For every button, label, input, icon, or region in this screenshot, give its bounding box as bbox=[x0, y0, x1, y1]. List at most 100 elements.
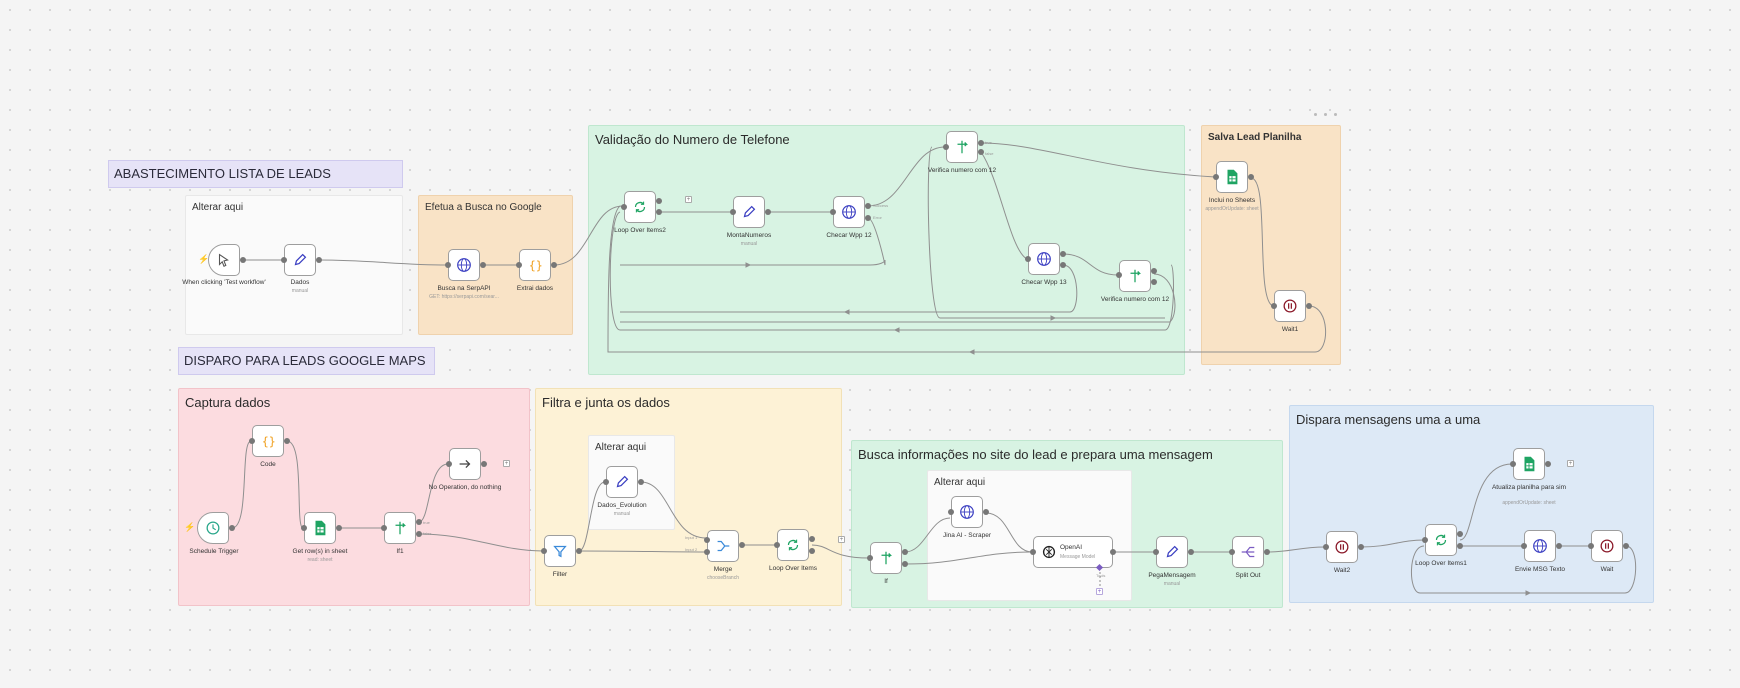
node-manual-trigger[interactable] bbox=[208, 244, 240, 276]
node-input-handle[interactable] bbox=[1588, 543, 1594, 549]
node-output-handle[interactable] bbox=[865, 203, 871, 209]
add-tool-button[interactable]: + bbox=[1096, 588, 1103, 595]
node-input-handle[interactable] bbox=[621, 204, 627, 210]
node-output-handle[interactable] bbox=[809, 536, 815, 542]
node-loop1[interactable] bbox=[1425, 524, 1457, 556]
node-output-handle[interactable] bbox=[1151, 268, 1157, 274]
node-input-handle[interactable] bbox=[1153, 549, 1159, 555]
node-input-handle[interactable] bbox=[281, 257, 287, 263]
node-input-handle[interactable] bbox=[603, 479, 609, 485]
node-input-handle[interactable] bbox=[1323, 544, 1329, 550]
node-input-handle[interactable] bbox=[516, 262, 522, 268]
add-node-button[interactable]: + bbox=[685, 196, 692, 203]
note-captura[interactable]: Captura dados bbox=[178, 388, 530, 606]
add-node-button[interactable]: + bbox=[1567, 460, 1574, 467]
node-input-handle[interactable] bbox=[1271, 303, 1277, 309]
node-envie[interactable] bbox=[1524, 530, 1556, 562]
node-code[interactable]: {} bbox=[252, 425, 284, 457]
node-input-handle[interactable] bbox=[1229, 549, 1235, 555]
node-output-handle[interactable] bbox=[978, 140, 984, 146]
node-output-handle[interactable] bbox=[1151, 279, 1157, 285]
node-output-handle[interactable] bbox=[739, 542, 745, 548]
node-input-handle[interactable] bbox=[774, 542, 780, 548]
node-input-handle[interactable] bbox=[1030, 549, 1036, 555]
node-output-handle[interactable] bbox=[1248, 174, 1254, 180]
node-monta[interactable] bbox=[733, 196, 765, 228]
node-split[interactable] bbox=[1232, 536, 1264, 568]
node-output-handle[interactable] bbox=[1623, 543, 1629, 549]
banner-abastecimento[interactable]: ABASTECIMENTO LISTA DE LEADS bbox=[108, 160, 403, 188]
node-openai[interactable] bbox=[1033, 536, 1113, 568]
node-output-handle[interactable] bbox=[902, 561, 908, 567]
node-wait2[interactable] bbox=[1326, 531, 1358, 563]
node-filter[interactable] bbox=[544, 535, 576, 567]
node-loopitems[interactable] bbox=[777, 529, 809, 561]
node-input-handle[interactable] bbox=[704, 537, 710, 543]
node-output-handle[interactable] bbox=[576, 548, 582, 554]
node-input-handle[interactable] bbox=[1422, 537, 1428, 543]
node-output-handle[interactable] bbox=[1060, 251, 1066, 257]
node-output-handle[interactable] bbox=[416, 519, 422, 525]
add-node-button[interactable]: + bbox=[838, 536, 845, 543]
node-output-handle[interactable] bbox=[765, 209, 771, 215]
node-output-handle[interactable] bbox=[229, 525, 235, 531]
add-node-button[interactable]: + bbox=[503, 460, 510, 467]
node-merge[interactable] bbox=[707, 530, 739, 562]
node-input-handle[interactable] bbox=[541, 548, 547, 554]
node-pega[interactable] bbox=[1156, 536, 1188, 568]
node-output-handle[interactable] bbox=[638, 479, 644, 485]
node-serpapi[interactable] bbox=[448, 249, 480, 281]
node-output-handle[interactable] bbox=[1188, 549, 1194, 555]
note-validacao[interactable]: Validação do Numero de Telefone bbox=[588, 125, 1185, 375]
node-output-handle[interactable] bbox=[1358, 544, 1364, 550]
node-output-handle[interactable] bbox=[1306, 303, 1312, 309]
node-inclui[interactable] bbox=[1216, 161, 1248, 193]
note-alterar-bot[interactable]: Alterar aqui bbox=[927, 470, 1132, 601]
node-loop2[interactable] bbox=[624, 191, 656, 223]
node-output-handle[interactable] bbox=[809, 548, 815, 554]
node-output-handle[interactable] bbox=[1264, 549, 1270, 555]
node-input-handle[interactable] bbox=[1510, 461, 1516, 467]
node-output-handle[interactable] bbox=[1457, 543, 1463, 549]
node-output-handle[interactable] bbox=[1545, 461, 1551, 467]
node-output-handle[interactable] bbox=[551, 262, 557, 268]
node-dados[interactable] bbox=[284, 244, 316, 276]
node-output-handle[interactable] bbox=[865, 215, 871, 221]
node-dados-evo[interactable] bbox=[606, 466, 638, 498]
node-output-handle[interactable] bbox=[316, 257, 322, 263]
node-input-handle[interactable] bbox=[704, 549, 710, 555]
node-extrai[interactable]: {} bbox=[519, 249, 551, 281]
node-output-handle[interactable] bbox=[284, 438, 290, 444]
node-input-handle[interactable] bbox=[301, 525, 307, 531]
node-input-handle[interactable] bbox=[1521, 543, 1527, 549]
node-input-handle[interactable] bbox=[1116, 272, 1122, 278]
node-output-handle[interactable] bbox=[336, 525, 342, 531]
node-output-handle[interactable] bbox=[1110, 549, 1116, 555]
node-jina[interactable] bbox=[951, 496, 983, 528]
node-output-handle[interactable] bbox=[416, 531, 422, 537]
node-if1[interactable] bbox=[384, 512, 416, 544]
node-checar12[interactable] bbox=[833, 196, 865, 228]
node-input-handle[interactable] bbox=[445, 262, 451, 268]
node-input-handle[interactable] bbox=[1025, 256, 1031, 262]
node-output-handle[interactable] bbox=[1457, 531, 1463, 537]
node-input-handle[interactable] bbox=[948, 509, 954, 515]
node-input-handle[interactable] bbox=[943, 144, 949, 150]
node-schedule[interactable] bbox=[197, 512, 229, 544]
node-checar13[interactable] bbox=[1028, 243, 1060, 275]
node-output-handle[interactable] bbox=[656, 198, 662, 204]
node-input-handle[interactable] bbox=[1213, 174, 1219, 180]
node-verifica12a[interactable] bbox=[946, 131, 978, 163]
node-input-handle[interactable] bbox=[446, 461, 452, 467]
note-filtra[interactable]: Filtra e junta os dados bbox=[535, 388, 842, 606]
banner-disparo[interactable]: DISPARO PARA LEADS GOOGLE MAPS bbox=[178, 347, 435, 375]
node-atualiza[interactable] bbox=[1513, 448, 1545, 480]
note-dispara[interactable]: Dispara mensagens uma a uma bbox=[1289, 405, 1654, 603]
node-noop[interactable] bbox=[449, 448, 481, 480]
node-output-handle[interactable] bbox=[240, 257, 246, 263]
node-output-handle[interactable] bbox=[656, 209, 662, 215]
node-output-handle[interactable] bbox=[1060, 262, 1066, 268]
node-input-handle[interactable] bbox=[249, 438, 255, 444]
node-output-handle[interactable] bbox=[902, 549, 908, 555]
